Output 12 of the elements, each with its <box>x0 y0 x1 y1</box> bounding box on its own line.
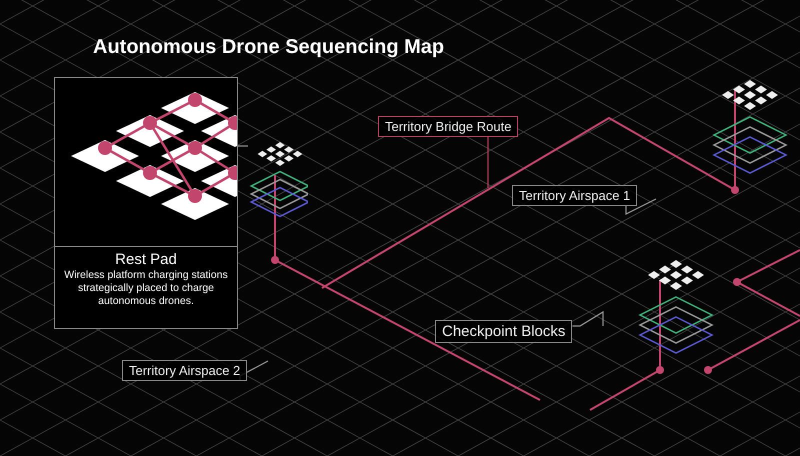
callout-label: Territory Airspace 2 <box>122 360 248 381</box>
leader-line <box>487 137 489 188</box>
leader-line <box>238 145 248 147</box>
leader-line <box>625 198 656 215</box>
title: Autonomous Drone Sequencing Map <box>93 36 444 59</box>
info-panel <box>54 77 238 329</box>
panel-description: Wireless platform charging stations strategically placed to charge autonomous drones. <box>63 269 229 308</box>
callout-label: Territory Airspace 1 <box>512 185 638 206</box>
callout-label: Checkpoint Blocks <box>435 320 572 343</box>
callout-label: Territory Bridge Route <box>378 116 518 137</box>
panel-heading: Rest Pad <box>114 251 178 269</box>
leader-line <box>572 310 604 327</box>
